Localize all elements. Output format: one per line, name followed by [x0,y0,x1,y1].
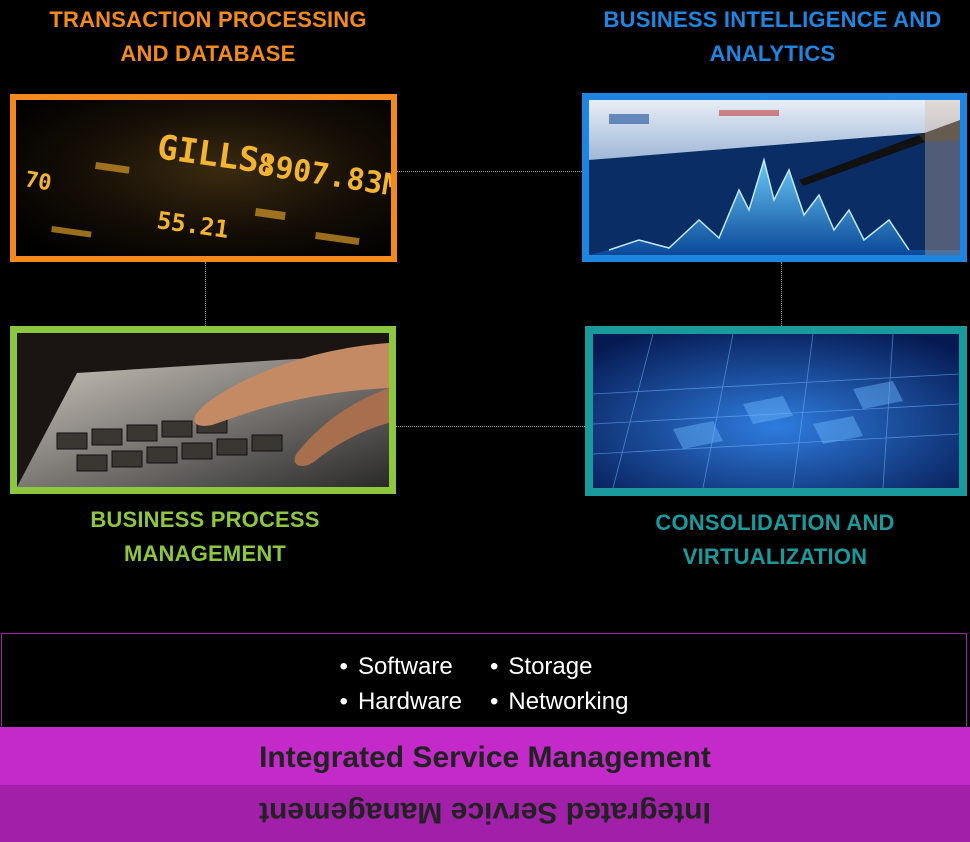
connector-top-horizontal [397,171,582,172]
transaction-image-frame: GILLS: 8907.83M 70 55.21 [10,94,397,262]
keyboard-typing-image [17,333,389,487]
bullet-label: Storage [508,653,593,680]
bpm-title: BUSINESS PROCESS MANAGEMENT [0,503,410,571]
connector-left-vertical [205,262,206,326]
bullet-label: Networking [508,688,629,715]
bi-title-line1: BUSINESS INTELLIGENCE AND [603,7,942,32]
service-management-band: Integrated Service Management [0,727,970,785]
bullet-dot: • [339,688,348,715]
bullet-dot: • [490,653,499,680]
transaction-title-line2: AND DATABASE [120,41,296,66]
transaction-title: TRANSACTION PROCESSING AND DATABASE [0,3,416,71]
service-components-box: • Software • Hardware • Storage • Networking [1,633,967,727]
bullet-hardware: • Hardware [340,684,462,719]
stock-ticker-image: GILLS: 8907.83M 70 55.21 [16,100,391,256]
service-management-mirrored-title: Integrated Service Management [259,796,711,829]
bullet-label: Software [357,653,453,680]
virtual-grid-image [593,334,959,488]
bi-image-frame [582,93,967,262]
bpm-image-frame [10,326,396,494]
analytics-chart-image [589,100,960,255]
service-management-reflection-band: Integrated Service Management [0,785,970,842]
bullet-dot: • [339,653,348,680]
bullet-column-left: • Software • Hardware [340,649,462,719]
connector-bottom-horizontal [396,426,585,427]
transaction-title-line1: TRANSACTION PROCESSING [49,7,367,32]
service-management-title: Integrated Service Management [259,741,711,774]
consolidation-title-line1: CONSOLIDATION AND [655,510,895,535]
bullet-networking: • Networking [490,684,628,719]
bullet-label: Hardware [357,688,462,715]
service-components-list: • Software • Hardware • Storage • Networking [2,649,966,719]
consolidation-title-line2: VIRTUALIZATION [682,544,868,569]
ticker-text-3: 70 [23,167,53,196]
bullet-software: • Software [340,649,462,684]
bpm-title-line1: BUSINESS PROCESS [90,507,320,532]
consolidation-image-frame [585,326,967,496]
bullet-dot: • [490,688,499,715]
bpm-title-line2: MANAGEMENT [123,541,287,566]
bi-title: BUSINESS INTELLIGENCE AND ANALYTICS [575,3,970,71]
connector-right-vertical [781,262,782,326]
bullet-storage: • Storage [490,649,628,684]
bi-title-line2: ANALYTICS [709,41,836,66]
bullet-column-right: • Storage • Networking [490,649,628,719]
consolidation-title: CONSOLIDATION AND VIRTUALIZATION [585,506,965,574]
